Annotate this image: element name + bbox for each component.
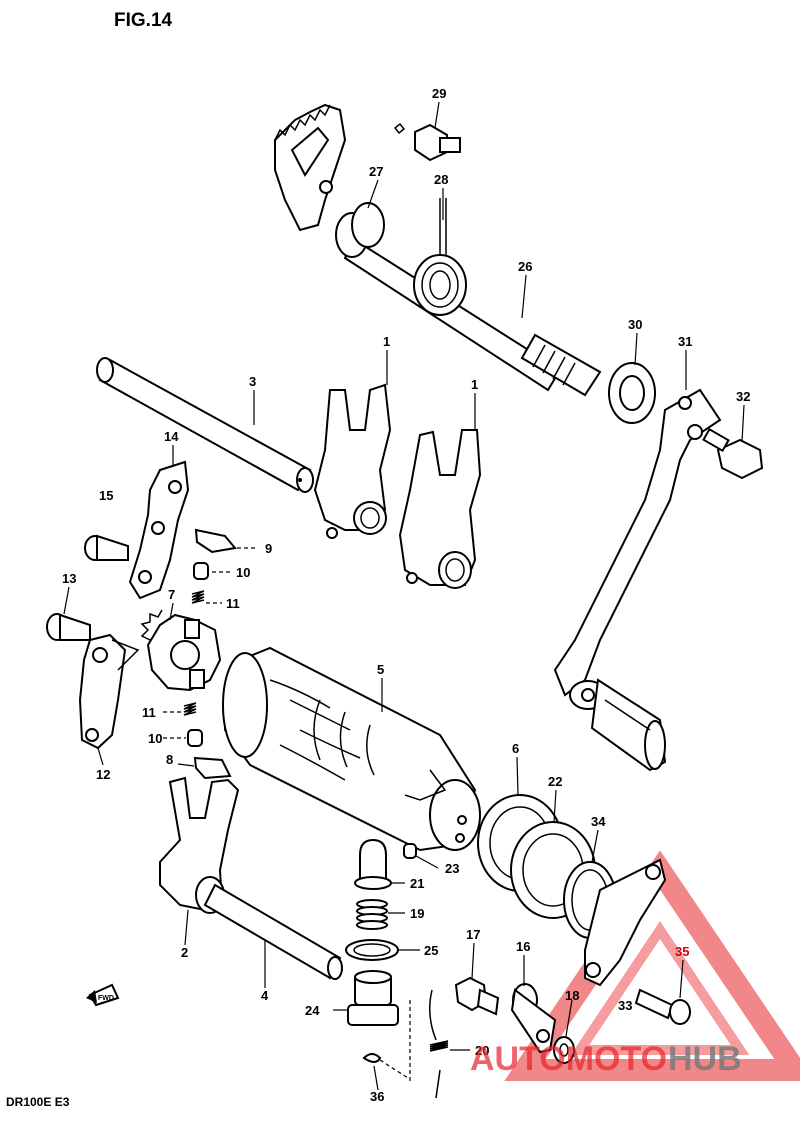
callout-30: 30 <box>628 317 642 332</box>
leader-lines <box>63 101 745 1091</box>
callout-13: 13 <box>62 571 76 586</box>
contact-21 <box>354 838 392 890</box>
callout-26: 26 <box>518 259 532 274</box>
callout-6: 6 <box>512 741 519 756</box>
spring-19 <box>356 899 388 930</box>
callout-11b: 11 <box>142 705 156 720</box>
callout-9: 9 <box>265 541 272 556</box>
bolt-32 <box>702 427 764 480</box>
watermark-text-hub: HUB <box>668 1040 742 1078</box>
fwd-label: FWD <box>98 995 114 1002</box>
pin-8 <box>193 756 232 780</box>
callout-34: 34 <box>591 814 606 829</box>
screw-15 <box>84 534 129 561</box>
clip-36 <box>362 1053 382 1063</box>
callout-19: 19 <box>410 906 424 921</box>
callout-21: 21 <box>410 876 424 891</box>
fwd-arrow: FWD <box>86 983 120 1007</box>
callout-8: 8 <box>166 752 173 767</box>
cam-guide-33 <box>584 858 667 987</box>
spring-11a <box>191 590 205 604</box>
callout-33: 33 <box>618 998 632 1013</box>
callout-16: 16 <box>516 939 530 954</box>
gear-shift-fork-1b <box>398 429 482 589</box>
gear-shift-pawl-16 <box>510 983 557 1054</box>
callout-31: 31 <box>678 334 692 349</box>
gear-shift-fork-1a <box>313 383 392 539</box>
callout-23: 23 <box>445 861 459 876</box>
model-code: DR100E E3 <box>6 1095 70 1109</box>
callout-24: 24 <box>305 1003 320 1018</box>
callout-2: 2 <box>181 945 188 960</box>
callout-18: 18 <box>565 988 579 1003</box>
callout-12: 12 <box>96 767 110 782</box>
watermark-text-automoto: AUTOMOTO <box>470 1040 667 1078</box>
gear-shift-arm-27 <box>274 103 385 258</box>
gear-shift-fork-shaft-4 <box>203 883 343 980</box>
callout-labels: 29 27 28 26 30 31 32 3 1 1 14 15 9 10 11… <box>62 86 750 1104</box>
callout-10a: 10 <box>236 565 250 580</box>
watermark-text: AUTOMOTO HUB <box>470 1040 742 1078</box>
callout-7: 7 <box>168 587 175 602</box>
bolt-13 <box>46 613 91 641</box>
callout-3: 3 <box>249 374 256 389</box>
gear-shift-cam-stopper-7 <box>140 609 222 692</box>
pin-10b <box>187 729 203 747</box>
callout-14: 14 <box>164 429 179 444</box>
spring-20 <box>429 989 449 1099</box>
gear-shift-fork-shaft-3 <box>96 357 314 493</box>
figure-title: FIG.14 <box>114 10 173 31</box>
callout-28: 28 <box>434 172 448 187</box>
callout-10b: 10 <box>148 731 162 746</box>
gear-shift-shaft-26 <box>343 238 602 397</box>
o-ring-25 <box>345 939 399 961</box>
return-spring-28 <box>413 198 467 316</box>
callout-17: 17 <box>466 927 480 942</box>
washer-18 <box>553 1036 575 1064</box>
bolt-29 <box>393 122 461 162</box>
oil-seal-30 <box>608 362 656 424</box>
pin-9 <box>194 528 237 554</box>
callout-20: 20 <box>475 1043 489 1058</box>
stopper-plate-12 <box>78 633 140 750</box>
callout-27: 27 <box>369 164 383 179</box>
callout-11a: 11 <box>226 596 240 611</box>
pin-23 <box>403 843 417 859</box>
callout-22: 22 <box>548 774 562 789</box>
gear-shift-lever-31 <box>553 388 722 772</box>
callout-32: 32 <box>736 389 750 404</box>
callout-29: 29 <box>432 86 446 101</box>
callout-1b: 1 <box>471 377 478 392</box>
callout-15: 15 <box>99 488 113 503</box>
callout-4: 4 <box>261 988 269 1003</box>
callout-5: 5 <box>377 662 384 677</box>
bolt-17 <box>454 976 500 1016</box>
gear-shift-cam-plate-14 <box>128 460 190 600</box>
screw-35 <box>634 988 691 1025</box>
pin-10a <box>193 562 209 580</box>
callout-1a: 1 <box>383 334 390 349</box>
gear-shift-cam-5 <box>222 646 481 852</box>
callout-35: 35 <box>675 944 689 959</box>
spring-11b <box>183 702 197 716</box>
callout-36: 36 <box>370 1089 384 1104</box>
plug-24 <box>347 970 399 1026</box>
callout-25: 25 <box>424 943 438 958</box>
